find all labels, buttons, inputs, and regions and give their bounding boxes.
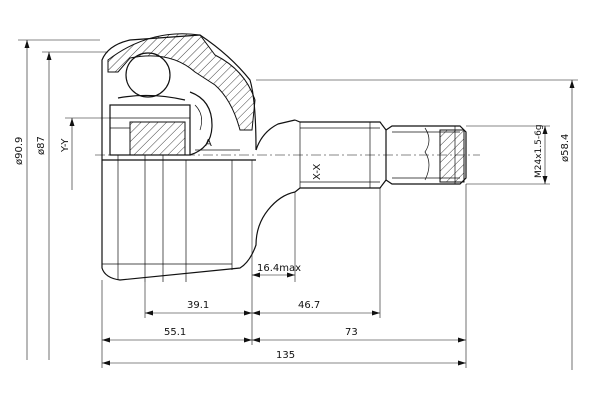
- label-outer-diameter: ø90.9: [14, 137, 25, 165]
- arrow-outer-top: [24, 40, 30, 48]
- arrow-467-left: [252, 310, 260, 316]
- section-a-label: A: [205, 138, 212, 149]
- arrow-73-left: [252, 337, 260, 343]
- arrow-max-left: [252, 272, 260, 278]
- label-inner-diameter: ø87: [36, 136, 47, 155]
- bell-outline: [101, 34, 257, 151]
- arrow-y-top: [69, 118, 75, 126]
- bell-neck-top: [255, 119, 296, 151]
- label-stub-length: 46.7: [298, 300, 320, 311]
- dim-row-inner: 39.1 46.7: [145, 300, 380, 316]
- label-total-length: 135: [276, 350, 295, 361]
- arrow-551-left: [102, 337, 110, 343]
- dim-y-axis: Y-Y: [60, 117, 110, 190]
- arrow-thread-bottom: [542, 176, 548, 184]
- dim-total-length: 135: [102, 350, 466, 366]
- arrow-391-right: [244, 310, 252, 316]
- cage-curve: [189, 91, 213, 156]
- ball: [125, 52, 171, 98]
- arrow-thread-top: [542, 126, 548, 134]
- cage-window: [194, 104, 202, 131]
- arrow-total-right: [458, 360, 466, 366]
- inner-race: [109, 52, 213, 156]
- thread-hatch: [439, 129, 465, 183]
- bell-housing: [101, 33, 296, 282]
- label-shaft-length: 73: [345, 327, 358, 338]
- dim-max-step: 16.4max: [252, 263, 301, 278]
- ball-race-upper: [117, 94, 186, 101]
- arrow-inner-top: [46, 52, 52, 60]
- thread-break: [424, 127, 430, 181]
- dim-row-main: 55.1 73: [102, 327, 466, 343]
- label-max-step: 16.4max: [257, 263, 301, 274]
- dim-thread: M24x1.5-6g: [466, 124, 550, 185]
- label-spline-diameter: ø58.4: [560, 134, 571, 162]
- arrow-max-right: [287, 272, 295, 278]
- arrow-551-right: [244, 337, 252, 343]
- label-axis-y: Y-Y: [60, 138, 71, 153]
- spline-body: [385, 125, 467, 185]
- axis-x-label: X-X: [312, 164, 323, 180]
- stub-shaft: [294, 119, 467, 193]
- dim-spline-diameter: ø58.4: [256, 79, 578, 370]
- label-inner-length: 39.1: [187, 300, 209, 311]
- inner-race-hatch: [129, 121, 186, 156]
- bell-top-section: [107, 33, 256, 131]
- shaft-body: [294, 119, 387, 193]
- label-bell-length: 55.1: [164, 327, 186, 338]
- arrow-391-left: [145, 310, 153, 316]
- dim-outer-diameter: ø90.9: [14, 39, 100, 360]
- arrow-467-right: [372, 310, 380, 316]
- arrow-73-right: [458, 337, 466, 343]
- dim-inner-diameter: ø87: [36, 51, 108, 360]
- arrow-total-left: [102, 360, 110, 366]
- bell-lower-outline: [101, 150, 296, 281]
- label-thread: M24x1.5-6g: [534, 124, 544, 178]
- arrow-spline-top: [569, 80, 575, 88]
